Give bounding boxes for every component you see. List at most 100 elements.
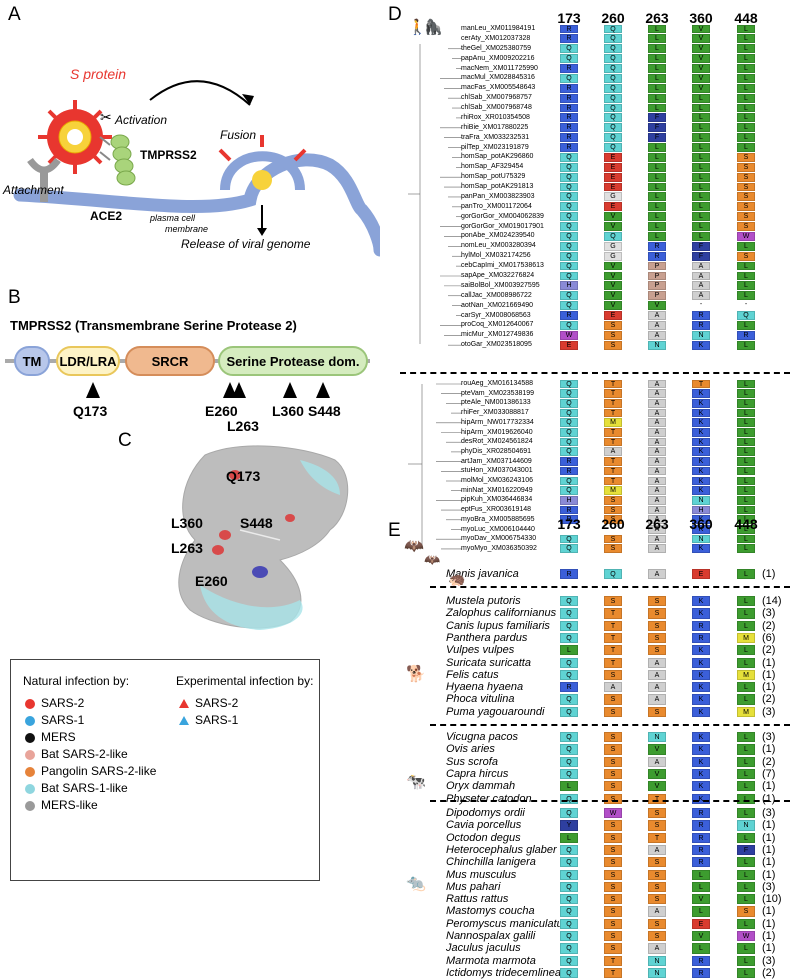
residue-cell: L xyxy=(737,505,755,515)
residue-cell: L xyxy=(648,24,666,34)
residue-cell: R xyxy=(737,330,755,340)
residue-cell: K xyxy=(692,389,710,398)
residue-cell: L xyxy=(737,408,755,418)
species-label: molMol_XM036243106 xyxy=(461,477,533,484)
residue-cell: Q xyxy=(560,389,578,398)
species-label: gorGorGor_XM004062839 xyxy=(461,212,544,220)
residue-cell: R xyxy=(560,83,578,93)
residue-cell: L xyxy=(648,212,666,222)
ape-icon: 🦍 xyxy=(424,19,443,36)
residue-cell: L xyxy=(737,64,755,73)
residue-cell: Q xyxy=(604,73,622,83)
residue-cell: Q xyxy=(560,398,578,408)
residue-cell: L xyxy=(692,182,710,192)
species-label: Cavia porcellus xyxy=(446,819,522,832)
residue-cell: Q xyxy=(604,44,622,54)
residue-cell: L xyxy=(737,447,755,457)
residue-cell: K xyxy=(692,669,710,681)
site-marker-s448 xyxy=(316,382,330,398)
legend-experimental-item: SARS-2 xyxy=(179,696,238,710)
species-label: hipArm_XM019626040 xyxy=(461,428,533,436)
residue-cell: Q xyxy=(604,54,622,63)
residue-cell: V xyxy=(692,931,710,942)
residue-cell: L xyxy=(692,222,710,231)
residue-cell: A xyxy=(604,682,622,693)
species-label: carSyr_XM008068563 xyxy=(461,311,531,319)
residue-cell: Q xyxy=(560,694,578,705)
site-label-s448: S448 xyxy=(308,403,341,419)
residue-cell: Q xyxy=(560,271,578,281)
residue-cell: L xyxy=(737,808,755,819)
residue-cell: Q xyxy=(560,172,578,182)
virus-symbol-icon xyxy=(25,732,35,743)
legend-natural-item: SARS-2 xyxy=(25,696,84,710)
site-label-e260: E260 xyxy=(205,403,238,419)
residue-cell: R xyxy=(560,93,578,103)
residue-cell: S xyxy=(648,632,666,644)
residue-cell: K xyxy=(692,447,710,457)
site-label-l360: L360 xyxy=(272,403,304,419)
residue-cell: S xyxy=(604,768,622,780)
species-label: macFas_XM005548643 xyxy=(461,84,536,92)
species-label: pteAle_NM001386133 xyxy=(461,399,531,407)
residue-cell: E xyxy=(604,162,622,172)
virus-symbol-icon xyxy=(25,715,35,726)
residue-cell: Q xyxy=(560,596,578,607)
residue-cell: A xyxy=(648,398,666,408)
e-position-260: 260 xyxy=(601,516,625,532)
residue-cell: L xyxy=(737,515,755,524)
panel-label-c: C xyxy=(118,430,132,451)
separator-carnivores xyxy=(430,724,790,726)
residue-cell: A xyxy=(648,844,666,856)
species-label: myoBra_XM005885695 xyxy=(461,515,535,523)
residue-cell: S xyxy=(604,793,622,804)
residue-cell: Q xyxy=(560,162,578,172)
residue-cell: S xyxy=(737,251,755,261)
residue-cell: Q xyxy=(560,768,578,780)
species-label: chlSab_XM007968757 xyxy=(461,94,532,102)
residue-cell: K xyxy=(692,466,710,476)
residue-cell: L xyxy=(737,133,755,143)
residue-cell: S xyxy=(737,212,755,222)
residue-cell: L xyxy=(737,682,755,693)
residue-cell: P xyxy=(648,291,666,301)
residue-cell: V xyxy=(604,271,622,281)
species-label: Vicugna pacos xyxy=(446,731,518,743)
sequence-count: (1) xyxy=(762,930,776,942)
species-label: Puma yagouaroundi xyxy=(446,705,545,718)
residue-cell: S xyxy=(648,931,666,942)
species-label: nomLeu_XM003280394 xyxy=(461,242,536,250)
residue-cell: K xyxy=(692,340,710,350)
species-label: Mus musculus xyxy=(446,868,517,881)
residue-cell: L xyxy=(692,906,710,917)
residue-cell: A xyxy=(692,281,710,291)
residue-cell: W xyxy=(604,808,622,819)
residue-cell: K xyxy=(692,398,710,408)
residue-cell: K xyxy=(692,793,710,804)
residue-cell: T xyxy=(604,645,622,656)
sequence-count: (1) xyxy=(762,780,776,793)
residue-cell: R xyxy=(560,123,578,133)
sequence-count: (3) xyxy=(762,731,776,743)
residue-cell: N xyxy=(648,967,666,979)
residue-cell: L xyxy=(737,123,755,133)
residue-cell: A xyxy=(648,418,666,427)
residue-cell: L xyxy=(737,744,755,755)
residue-cell: K xyxy=(692,418,710,427)
residue-cell: A xyxy=(648,525,666,534)
residue-cell: L xyxy=(737,261,755,271)
sequence-count: (3) xyxy=(762,807,776,819)
residue-cell: R xyxy=(692,820,710,831)
residue-cell: A xyxy=(648,476,666,486)
d-position-260: 260 xyxy=(601,10,625,26)
residue-cell: Q xyxy=(560,231,578,241)
species-label: hipArm_NW017732334 xyxy=(461,418,534,426)
residue-cell: L xyxy=(737,645,755,656)
residue-cell: L xyxy=(737,832,755,843)
d-position-173: 173 xyxy=(557,10,581,26)
bat-separator xyxy=(400,372,790,374)
structure-label-s448: S448 xyxy=(240,515,273,531)
sequence-count: (1) xyxy=(762,843,776,856)
residue-cell: L xyxy=(737,534,755,544)
residue-cell: A xyxy=(604,447,622,457)
